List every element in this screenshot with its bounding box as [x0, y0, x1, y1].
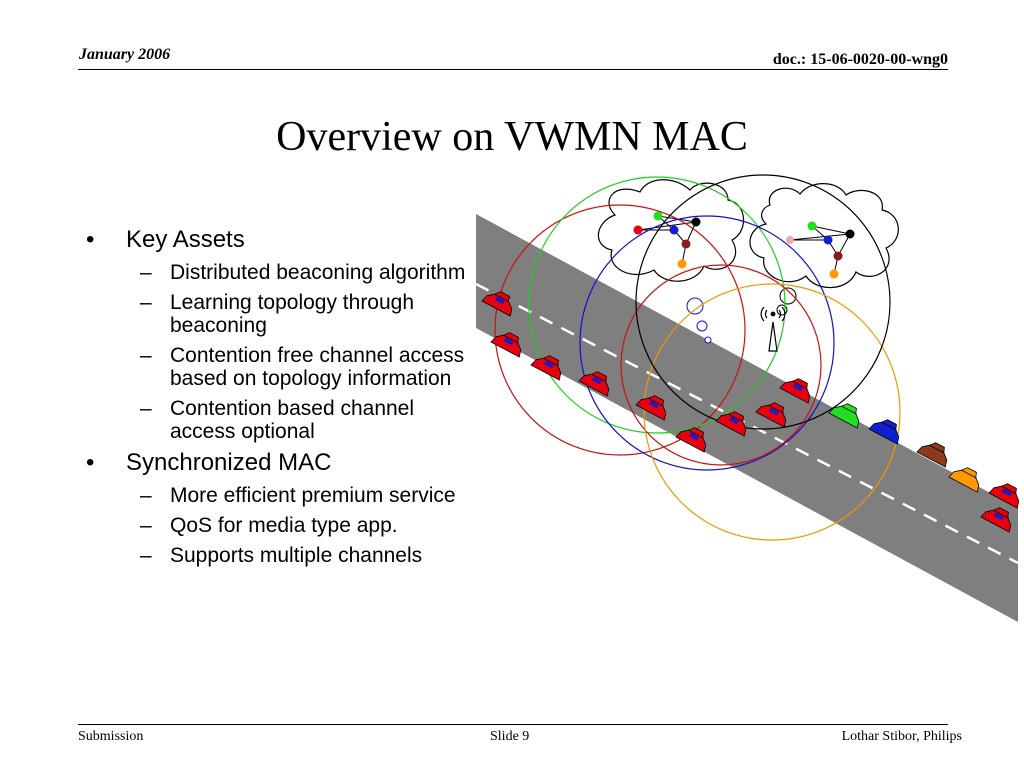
footer-submission: Submission [78, 729, 144, 744]
car-icon [948, 461, 986, 493]
header-date: January 2006 [79, 46, 171, 63]
road-lane-marking [475, 282, 1019, 565]
range-red-left [494, 204, 746, 456]
range-green [528, 176, 786, 434]
bullet-dot-icon: • [86, 449, 95, 476]
footer-rule [78, 724, 948, 725]
bullet-synchronized-mac: • Synchronized MAC [86, 449, 332, 476]
sub-bullet: –QoS for media type app. [140, 514, 398, 537]
car-icon [755, 396, 793, 428]
range-black [635, 174, 891, 430]
dash-icon: – [140, 514, 152, 537]
car-icon [980, 501, 1018, 533]
dash-icon: – [140, 544, 152, 567]
footer-author: Lothar Stibor, Philips [841, 729, 962, 744]
car-icon [715, 405, 753, 437]
car-icon [635, 389, 673, 421]
road [476, 214, 1018, 622]
sub-bullet: –Distributed beaconing algorithm [140, 261, 466, 284]
range-red-right [620, 264, 822, 466]
topology-nodes-2 [786, 221, 855, 279]
sub-bullet: –Supports multiple channels [140, 544, 423, 567]
radio-ranges [494, 174, 901, 541]
dash-icon: – [140, 344, 152, 367]
car-icon [868, 413, 906, 445]
car-icon [490, 326, 528, 358]
car-icon [530, 349, 568, 381]
dash-icon: – [140, 484, 152, 507]
car-icon [916, 436, 954, 468]
topology-nodes-1 [633, 211, 701, 269]
bullet-dot-icon: • [86, 226, 95, 253]
header-rule [78, 69, 948, 70]
sub-bullet: –Learning topology through beaconing [140, 291, 415, 337]
range-orange [643, 283, 901, 541]
sub-bullet: –Contention free channel access based on… [140, 344, 465, 390]
dash-icon: – [140, 261, 152, 284]
thought-bubbles [686, 297, 712, 344]
bullet-list: • Key Assets –Distributed beaconing algo… [84, 222, 484, 567]
sub-bullet: –Contention based channel access optiona… [140, 397, 415, 443]
sub-bullet: –More efficient premium service [140, 484, 456, 507]
car-icon [988, 477, 1024, 509]
range-blue [579, 215, 835, 471]
car-icon [779, 372, 817, 404]
car-icon [675, 421, 713, 453]
slide-title: Overview on VWMN MAC [276, 114, 748, 160]
footer-slide-number: Slide 9 [490, 729, 530, 744]
antenna-icon [760, 306, 786, 352]
dash-icon: – [140, 397, 152, 420]
dash-icon: – [140, 291, 152, 314]
bullet-key-assets: • Key Assets [86, 226, 245, 253]
header-doc-id: doc.: 15-06-0020-00-wng0 [772, 51, 948, 68]
car-icon [828, 397, 866, 429]
car-icon [578, 365, 616, 397]
car-icon [481, 285, 519, 317]
